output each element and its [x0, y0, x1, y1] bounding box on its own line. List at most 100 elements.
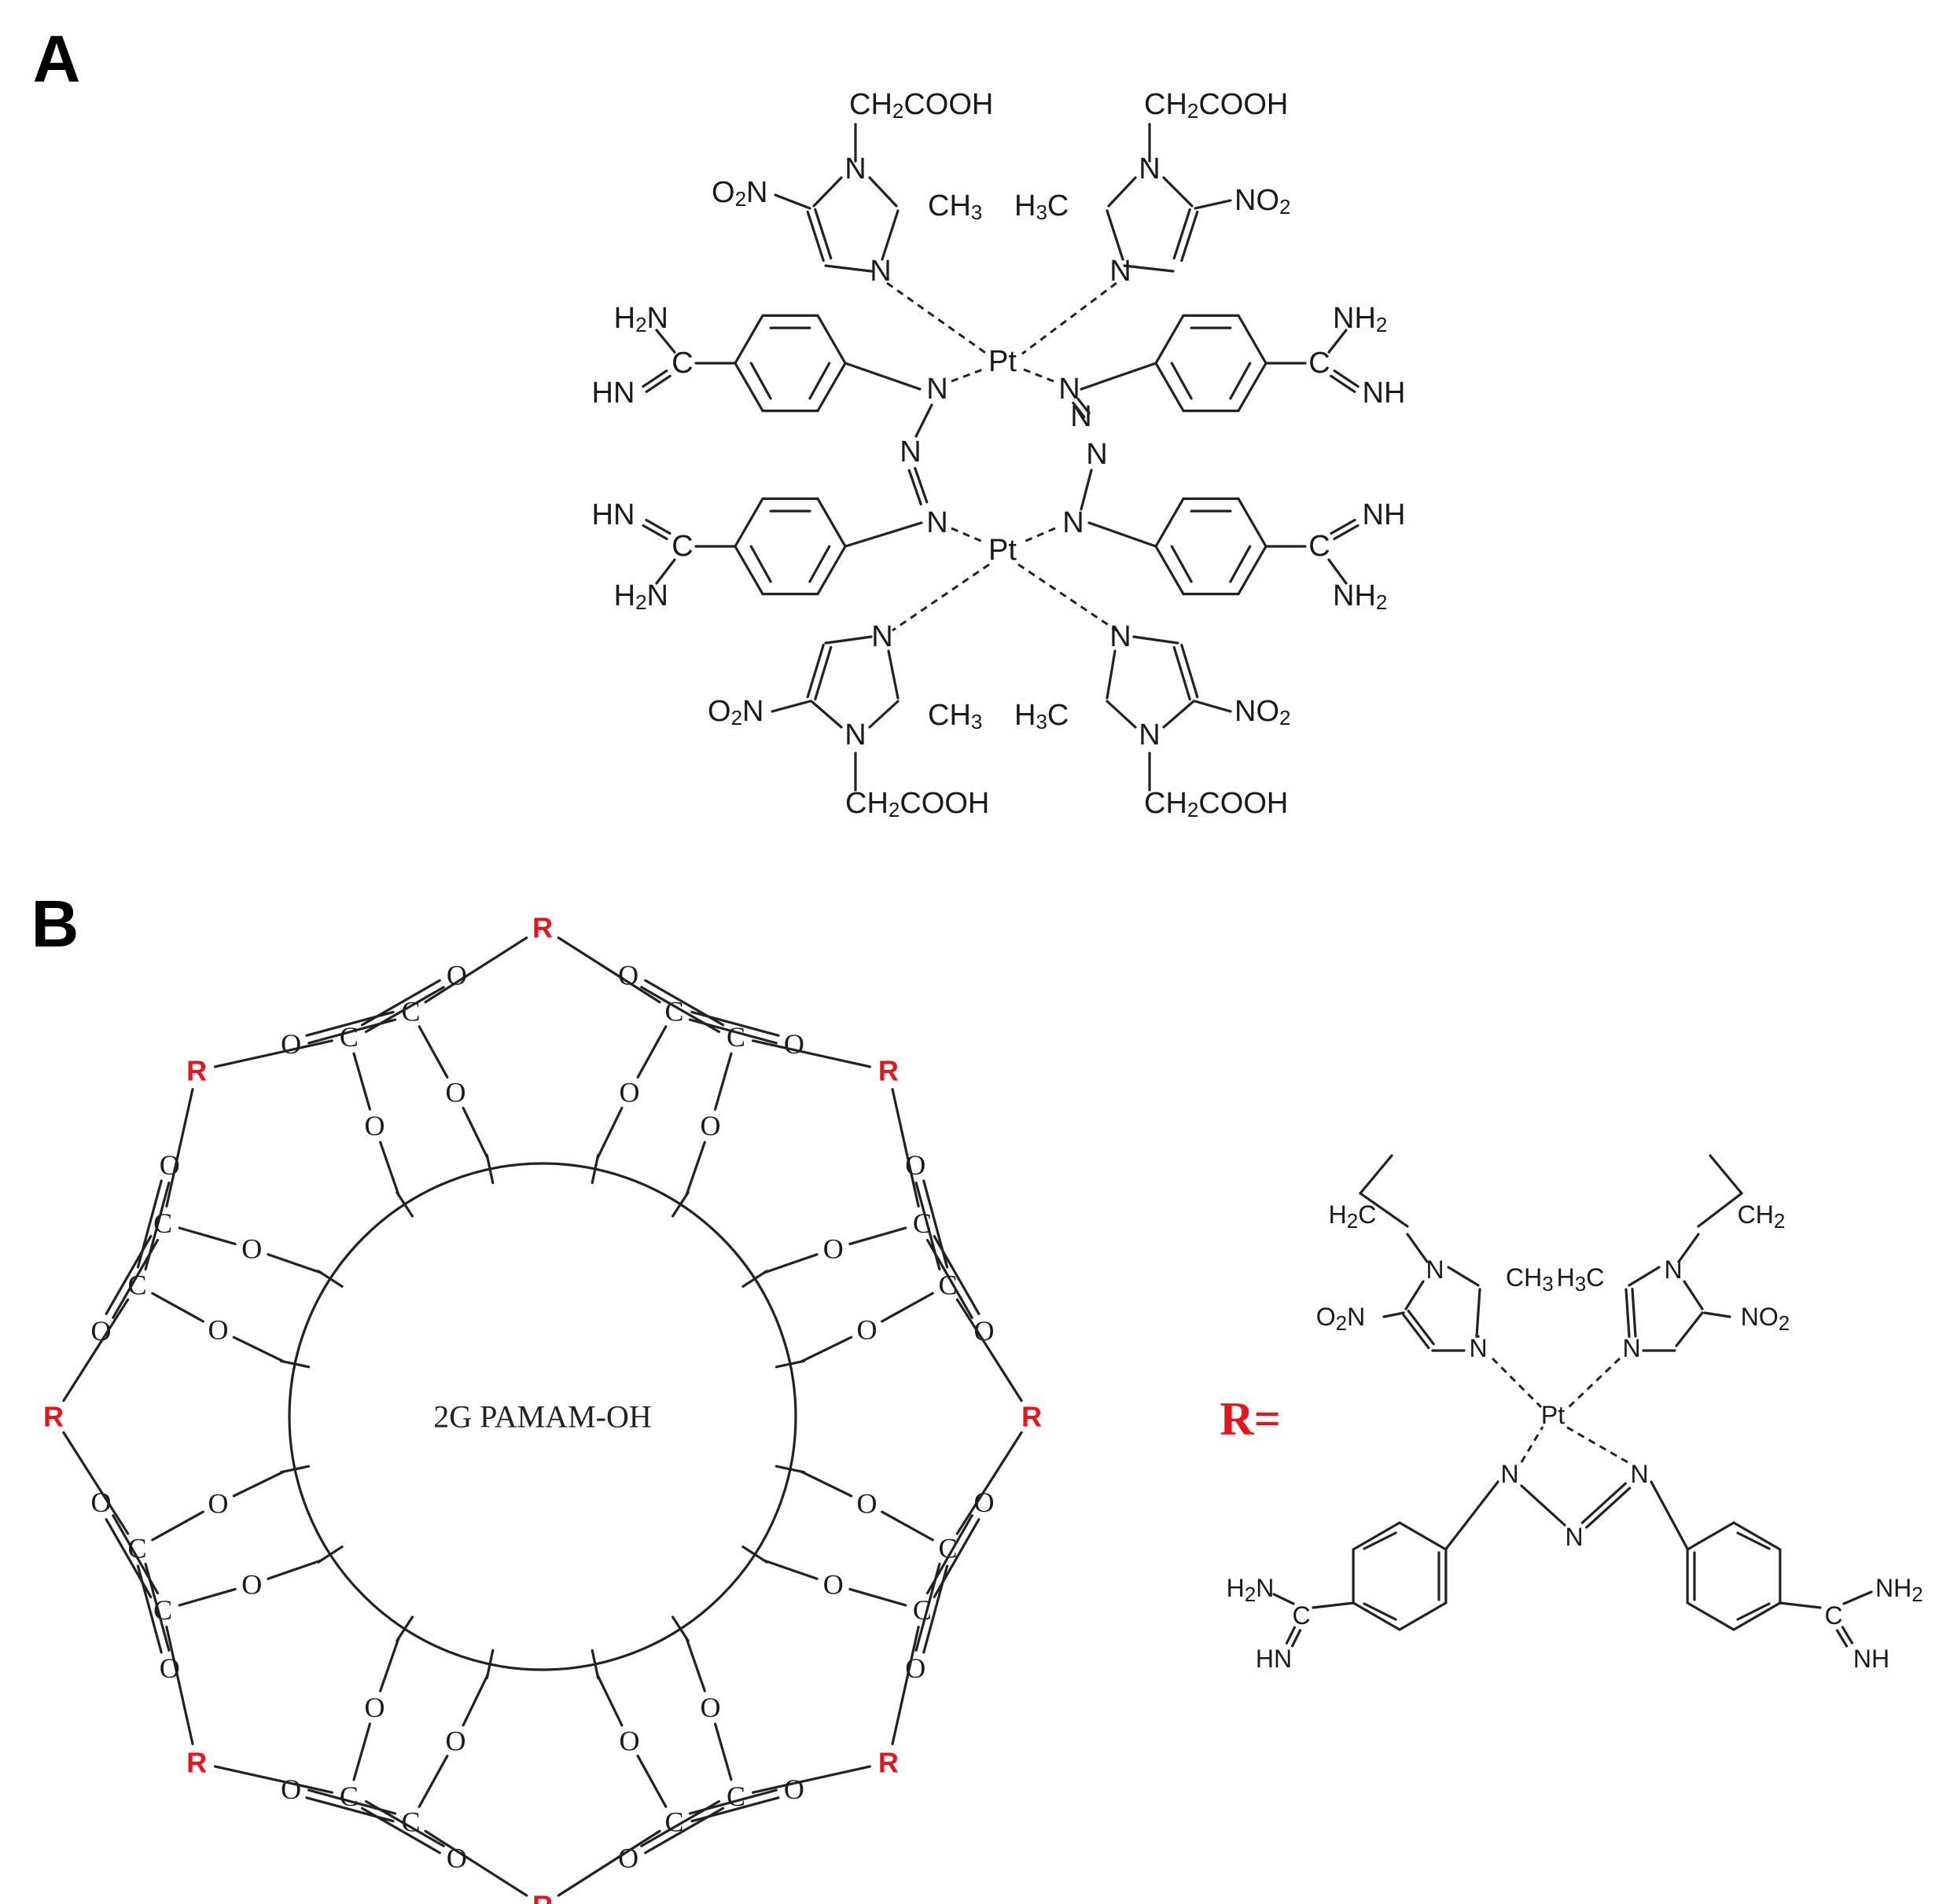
- coordination-bond: [1566, 1425, 1628, 1464]
- no2-label: O2N: [708, 695, 763, 730]
- double-bond: [1180, 643, 1199, 699]
- ch2cooh-label: CH2COOH: [1144, 787, 1288, 822]
- attachment-tick: [774, 1359, 806, 1369]
- core-label: 2G PAMAM-OH: [433, 1399, 651, 1435]
- bond: [1080, 469, 1093, 511]
- attachment-tick: [279, 1359, 311, 1369]
- attachment-tick: [317, 1545, 344, 1564]
- r-equals-label: R=: [1220, 1393, 1281, 1445]
- no2-label: NO2: [1741, 1303, 1790, 1335]
- double-bond: [690, 1796, 780, 1823]
- coordination-bond: [1023, 368, 1054, 383]
- bond: [596, 1106, 624, 1160]
- bond: [1675, 1311, 1704, 1347]
- hn-label: HN: [1256, 1645, 1292, 1673]
- attachment-tick: [741, 1270, 768, 1288]
- bond: [685, 1141, 706, 1196]
- n-atom: N: [1109, 620, 1131, 653]
- attachment-tick: [671, 1191, 690, 1218]
- no2-label: O2N: [1316, 1303, 1365, 1335]
- bond: [1703, 1311, 1731, 1318]
- bond: [165, 1088, 194, 1208]
- bond: [800, 1336, 853, 1363]
- bond: [1087, 521, 1157, 548]
- bond: [1162, 700, 1195, 729]
- attachment-tick: [279, 1465, 311, 1474]
- pt-atom-bottom: Pt: [988, 534, 1017, 567]
- bond: [771, 700, 811, 713]
- ch2cooh-label: CH2COOH: [1144, 88, 1288, 123]
- bond: [214, 1039, 334, 1068]
- attachment-tick: [485, 1649, 495, 1680]
- ester-oxygen: O: [208, 1488, 229, 1520]
- ester-oxygen: O: [365, 1110, 385, 1141]
- r-group-label: R: [186, 1746, 207, 1778]
- r-group-label: R: [43, 1401, 64, 1433]
- bond: [763, 1559, 819, 1580]
- bond: [1080, 362, 1157, 391]
- attachment-tick: [317, 1270, 344, 1288]
- n-atom: N: [1426, 1255, 1444, 1284]
- double-bond: [1407, 1309, 1435, 1346]
- carbonyl-oxygen: O: [784, 1028, 804, 1060]
- bond: [636, 1025, 668, 1079]
- h2n-label: H2N: [614, 302, 668, 336]
- double-bond: [806, 210, 825, 263]
- n-atom: N: [1469, 1334, 1487, 1362]
- n-atom: N: [1139, 719, 1160, 752]
- bond: [1107, 176, 1137, 208]
- bond: [812, 176, 843, 208]
- r-group-label: R: [532, 912, 553, 944]
- attachment-tick: [591, 1649, 600, 1680]
- n-atom: N: [1062, 506, 1084, 539]
- n-atom: N: [1565, 1523, 1583, 1551]
- aromatic-bond: [1229, 545, 1252, 583]
- hn-label: HN: [592, 498, 635, 531]
- bond: [1406, 1233, 1429, 1263]
- carbonyl-oxygen: O: [905, 1149, 925, 1181]
- carbonyl-oxygen: O: [973, 1487, 994, 1518]
- pt-atom-top: Pt: [988, 345, 1017, 378]
- carbonyl-oxygen: O: [91, 1315, 112, 1347]
- panel-label-b: B: [31, 887, 79, 961]
- nh2-label: NH2: [1333, 302, 1387, 336]
- aromatic-bond: [1170, 545, 1193, 583]
- double-bond: [907, 469, 922, 505]
- carbonyl-oxygen: O: [281, 1774, 301, 1805]
- aromatic-bond: [749, 362, 772, 400]
- double-bond: [1290, 1629, 1302, 1648]
- bond: [1132, 635, 1179, 645]
- double-bond: [688, 1788, 778, 1815]
- double-bond: [814, 208, 833, 260]
- bond: [1677, 1233, 1700, 1263]
- bond: [62, 1298, 130, 1402]
- attachment-tick: [741, 1545, 768, 1564]
- double-bond: [1585, 1487, 1632, 1529]
- bond: [763, 1253, 819, 1274]
- bond: [1327, 329, 1348, 354]
- bond: [596, 1674, 624, 1727]
- bond: [636, 1755, 668, 1808]
- double-bond: [1285, 1626, 1297, 1645]
- n-atom: N: [1109, 255, 1131, 288]
- double-bond: [144, 1562, 171, 1652]
- bond: [1106, 209, 1124, 261]
- attachment-tick: [671, 1615, 690, 1642]
- double-bond: [914, 467, 929, 504]
- bond: [800, 1470, 853, 1498]
- double-bond: [1631, 1288, 1637, 1338]
- bond: [557, 936, 661, 1004]
- double-bond: [642, 369, 668, 388]
- double-bond: [364, 1799, 445, 1847]
- n-atom: N: [844, 719, 866, 752]
- no2-label: O2N: [712, 176, 767, 211]
- amidine-carbon: C: [1308, 347, 1330, 380]
- double-bond: [1072, 401, 1086, 419]
- bond: [1162, 176, 1194, 208]
- nh2-label: NH2: [1333, 579, 1387, 614]
- coordination-bond: [951, 527, 985, 544]
- r-group-label: R: [878, 1055, 899, 1087]
